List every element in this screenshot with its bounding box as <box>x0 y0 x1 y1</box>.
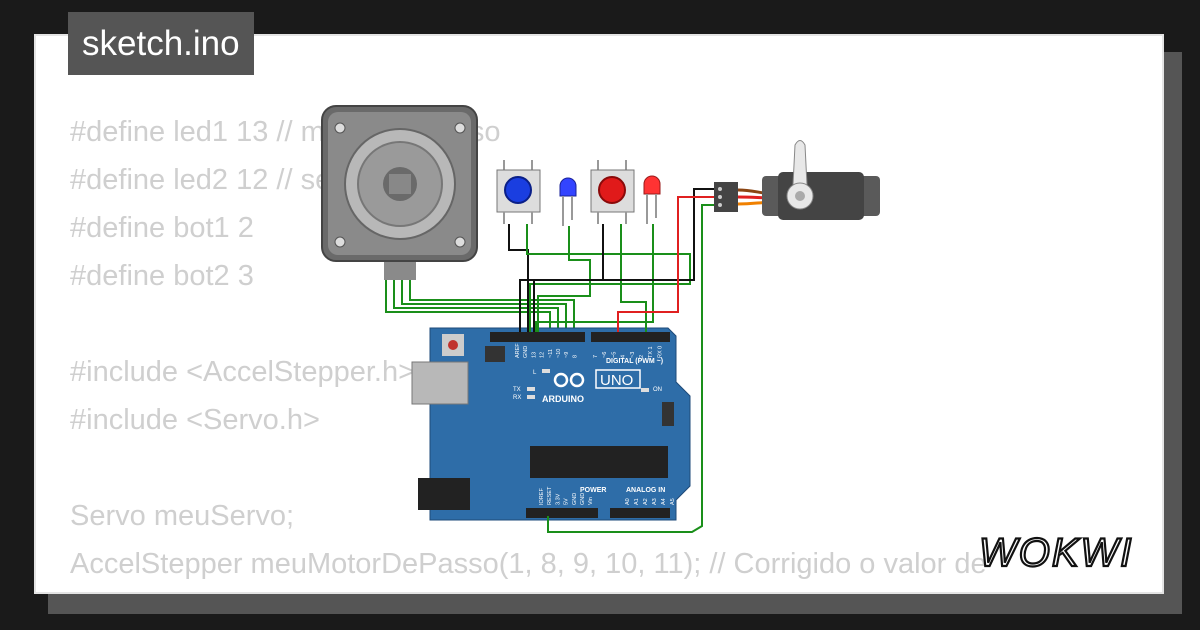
code-line: Servo meuServo; <box>70 500 295 532</box>
pin-label: 12 <box>540 352 546 358</box>
led-tx-label: TX <box>513 387 521 393</box>
board-brand: ARDUINO <box>542 394 584 404</box>
pin-label: ~9 <box>564 352 570 358</box>
pin-label: A1 <box>634 498 640 505</box>
wokwi-logo-mark: WOKWI <box>978 530 1133 576</box>
red-pushbutton[interactable] <box>590 160 635 224</box>
pin-label: A4 <box>661 498 667 505</box>
pin-label: 13 <box>531 352 537 358</box>
pin-label: 7 <box>593 355 599 358</box>
pin-label: ~3 <box>630 352 636 358</box>
code-line: #define bot1 2 <box>70 212 254 244</box>
code-line: #define bot2 3 <box>70 260 254 292</box>
stepper-wires <box>385 280 575 328</box>
pin-label: A5 <box>670 498 676 505</box>
pin-label: 4 <box>621 355 627 358</box>
red-led[interactable] <box>643 175 661 224</box>
pin-label: 3.3V <box>555 493 561 505</box>
stepper-motor[interactable] <box>321 105 478 280</box>
pin-label: ~11 <box>548 349 554 358</box>
analog-label: ANALOG IN <box>626 487 665 494</box>
blue-led[interactable] <box>559 177 577 226</box>
pin-label: A0 <box>625 498 631 505</box>
pin-label: RX 0 <box>657 346 663 358</box>
sketch-title[interactable]: sketch.ino <box>68 12 254 75</box>
board-model: UNO <box>600 372 633 389</box>
pin-label: 5V <box>564 498 570 505</box>
wokwi-logo[interactable]: WOKWI <box>975 528 1150 578</box>
code-line: #include <Servo.h> <box>70 404 320 436</box>
preview-card: #define led1 13 // motor de passo #defin… <box>34 34 1164 594</box>
pin-label: AREF <box>515 343 521 358</box>
pin-label: ~6 <box>602 352 608 358</box>
code-line: #include <AccelStepper.h> <box>70 356 416 388</box>
arduino-uno-board[interactable]: ARDUINO UNO DIGITAL (PWM ~) POWER ANALOG… <box>411 327 691 521</box>
pin-label: GND <box>580 493 586 505</box>
pin-label: IOREF <box>539 488 545 505</box>
pin-label: GND <box>572 493 578 505</box>
pin-label: A2 <box>643 498 649 505</box>
pin-label: A3 <box>652 498 658 505</box>
logo-text: WOKWI <box>979 531 1133 575</box>
pin-label: Vin <box>588 497 594 505</box>
led-rx-label: RX <box>513 395 521 401</box>
led-on-label: ON <box>653 387 662 393</box>
digital-label: DIGITAL (PWM ~) <box>606 358 663 365</box>
pin-label: ~5 <box>611 352 617 358</box>
pin-label: RESET <box>547 486 553 505</box>
pin-label: GND <box>523 346 529 358</box>
servo-motor[interactable] <box>714 140 880 221</box>
power-label: POWER <box>580 487 606 494</box>
code-line: AccelStepper meuMotorDePasso(1, 8, 9, 10… <box>70 548 987 580</box>
led-l-label: L <box>533 370 537 376</box>
signal-wires <box>508 188 714 533</box>
pin-label: 2 <box>639 355 645 358</box>
pin-label: ~10 <box>556 349 562 358</box>
pin-label: 8 <box>572 355 578 358</box>
blue-pushbutton[interactable] <box>496 160 541 224</box>
pin-label: TX 1 <box>648 346 654 358</box>
